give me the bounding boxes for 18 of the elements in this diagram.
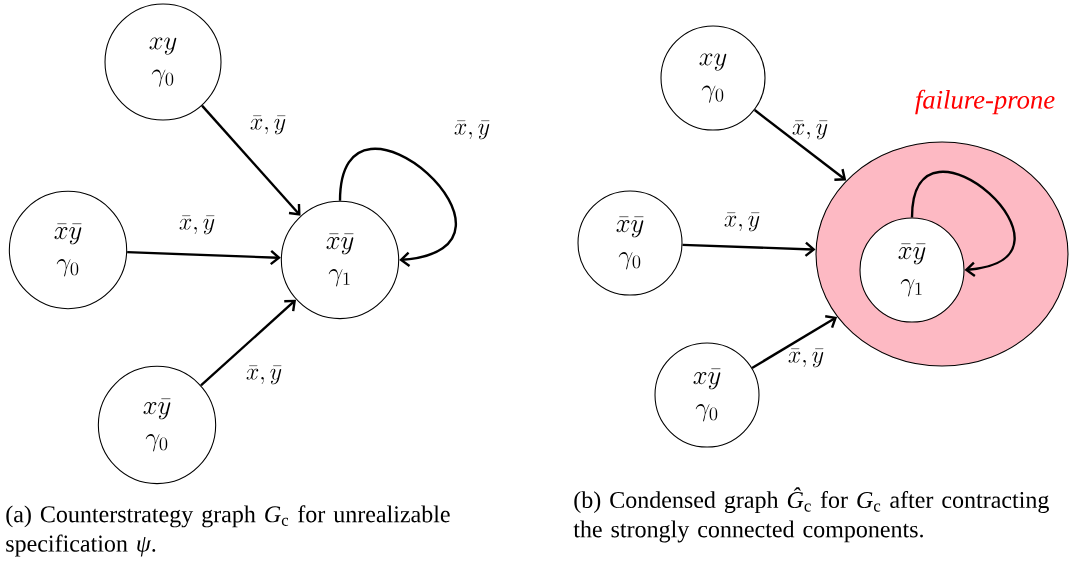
edge-label: $\bar{x}, \bar{y}$ xyxy=(792,120,828,140)
edge-label: $\bar{x}, \bar{y}$ xyxy=(246,365,282,385)
caption: (a) Counterstrategy graph G$_{c}$ for unrealizable specification ψ. xyxy=(6,505,450,557)
arrow xyxy=(910,170,1016,277)
component-heading: failure-prone xyxy=(915,89,1055,115)
edge-label: $\bar{x}, \bar{y}$ xyxy=(179,215,215,235)
arrow xyxy=(682,241,816,257)
caption: (b) Condensed graph Ĝ$_{c}$ for G$_{c}$ after contracting the strongly connected components. xyxy=(573,487,1049,543)
arrow xyxy=(200,299,297,387)
edge-label: $\bar{x}, \bar{y}$ xyxy=(724,212,760,232)
arrow xyxy=(201,104,301,216)
arrow xyxy=(753,109,847,181)
arrow xyxy=(751,315,838,369)
edge-label: $\bar{x}, \bar{y}$ xyxy=(788,348,824,368)
arrow xyxy=(338,147,457,267)
edge-label: $\bar{x}, \bar{y}$ xyxy=(454,120,490,140)
edge-label: $\bar{x}, \bar{y}$ xyxy=(250,115,286,135)
arrow xyxy=(127,249,281,266)
